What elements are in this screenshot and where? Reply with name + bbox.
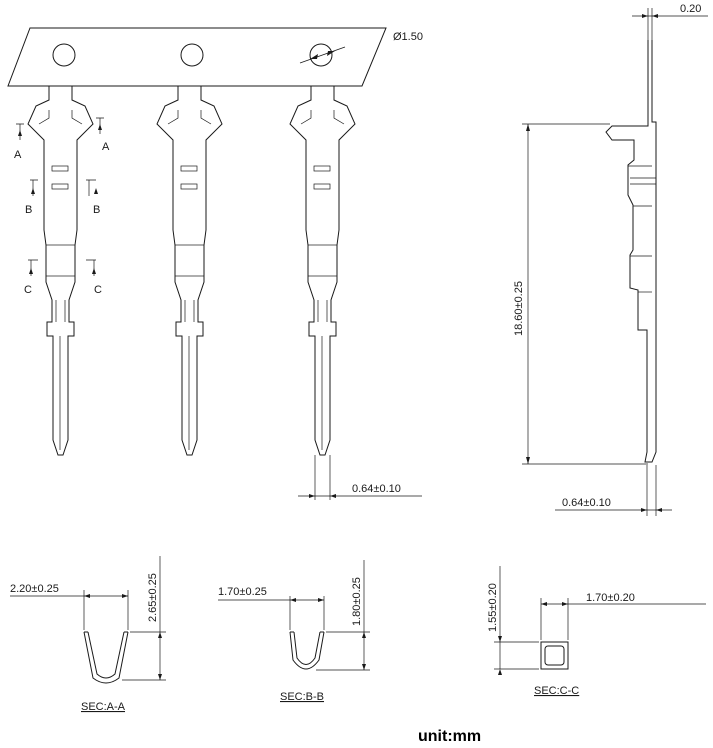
side-view	[605, 40, 657, 463]
sec-c-height-label: 1.55±0.20	[487, 583, 499, 632]
unit-label: unit:mm	[418, 728, 481, 745]
section-c-left: C	[24, 284, 32, 296]
pilot-hole-1	[52, 43, 76, 67]
section-a-a: 2.20±0.25 2.65±0.25 SEC:A-A	[10, 556, 166, 713]
section-a-left: A	[14, 149, 22, 161]
sec-b-title: SEC:B-B	[280, 691, 324, 703]
pilot-hole-2	[180, 43, 204, 67]
length-label: 18.60±0.25	[513, 281, 525, 336]
pin-width-dimension-front: 0.64±0.10	[298, 455, 422, 500]
section-a-right: A	[102, 141, 110, 153]
section-b-b: 1.70±0.25 1.80±0.25 SEC:B-B	[218, 560, 370, 703]
length-dimension: 18.60±0.25	[513, 123, 648, 465]
pin-width-dimension-side: 0.64±0.10	[555, 465, 672, 516]
terminal-1	[27, 86, 94, 456]
section-c-right: C	[94, 284, 102, 296]
pin-width-front-label: 0.64±0.10	[352, 483, 401, 495]
section-b-right: B	[93, 204, 100, 216]
terminal-3	[289, 86, 356, 456]
carrier-strip: Ø1.50	[7, 27, 423, 87]
section-c-c: 1.70±0.20 1.55±0.20 SEC:C-C	[487, 566, 706, 697]
pilot-hole-3	[309, 43, 333, 67]
section-marks: A A B B C C	[14, 117, 110, 296]
sec-b-height-label: 1.80±0.25	[351, 577, 363, 626]
sec-c-title: SEC:C-C	[534, 685, 579, 697]
hole-diameter-label: Ø1.50	[393, 31, 423, 43]
thickness-label: 0.20	[680, 3, 701, 15]
terminal-2	[156, 86, 223, 456]
sec-c-width-label: 1.70±0.20	[586, 592, 635, 604]
section-b-left: B	[25, 204, 32, 216]
thickness-dimension: 0.20	[632, 3, 708, 40]
sec-a-height-label: 2.65±0.25	[147, 573, 159, 622]
pin-width-side-label: 0.64±0.10	[562, 497, 611, 509]
sec-b-width-label: 1.70±0.25	[218, 586, 267, 598]
sec-a-width-label: 2.20±0.25	[10, 583, 59, 595]
sec-a-title: SEC:A-A	[81, 701, 126, 713]
